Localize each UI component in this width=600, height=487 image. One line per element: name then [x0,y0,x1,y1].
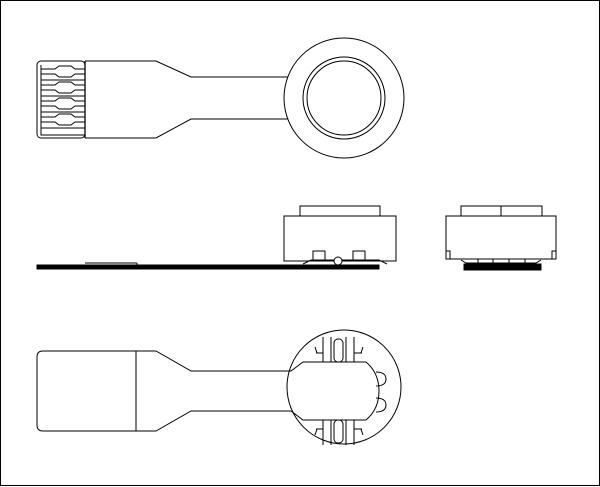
left-clip [446,251,450,259]
solder-ball [334,257,342,265]
flex-cable-outline [85,61,291,138]
contact-pads [41,65,85,135]
alignment-bumps [376,372,386,412]
sensor-inner-ring [303,57,385,139]
right-clip [552,251,556,259]
flex-strip-end [464,264,541,270]
end-view [446,206,556,270]
flex-strip-side [37,265,379,269]
bottom-clip-bottom [315,420,363,445]
flex-tongue [283,362,379,420]
end-solder-pads [461,259,541,263]
flex-cable-bottom [37,351,291,431]
bottom-view [37,330,401,445]
sensor-window [307,61,381,135]
sensor-cap-side [300,206,380,216]
sensor-outline-bottom [287,330,401,444]
solder-pads-side [303,251,387,264]
sensor-outer-ring [284,38,404,158]
top-view [37,38,404,158]
sensor-body-side [284,216,396,261]
top-clip-bottom [315,337,363,362]
side-view [37,206,396,269]
connector-contacts-area [37,61,85,138]
sensor-body-end [446,216,556,259]
